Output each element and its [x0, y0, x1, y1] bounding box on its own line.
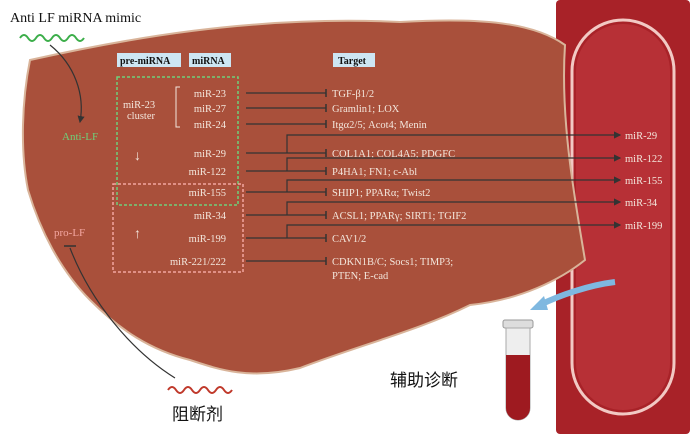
svg-text:Anti LF miRNA mimic: Anti LF miRNA mimic [10, 11, 141, 26]
blood-mirna-label: miR-29 [625, 131, 657, 142]
blood-vessel [556, 0, 690, 434]
blood-mirna-label: miR-122 [625, 154, 662, 165]
down-arrow-icon: ↓ [134, 149, 141, 164]
target-label: COL1A1; COL4A5; PDGFC [332, 149, 455, 160]
mirna-label: miR-155 [189, 188, 226, 199]
blood-mirna-label: miR-155 [625, 176, 662, 187]
target-label: Gramlin1; LOX [332, 104, 400, 115]
anti-lf-box [116, 76, 239, 206]
release-arrow [286, 198, 622, 215]
mirna-label: miR-199 [189, 234, 226, 245]
header-target: Target [338, 56, 367, 67]
mirna-label: miR-24 [194, 120, 227, 131]
header-mirna: miRNA [192, 56, 226, 67]
mirna-label: miR-27 [194, 104, 226, 115]
up-arrow-icon: ↑ [134, 227, 141, 242]
target-label: CDKN1B/C; Socs1; TIMP3; [332, 257, 453, 268]
mirna-label: miR-122 [189, 167, 226, 178]
test-tube-icon [502, 319, 534, 421]
cluster-bracket [175, 86, 180, 128]
title-text: Anti LF miRNA mimic [10, 11, 141, 26]
diagnosis-arrow [538, 279, 616, 308]
release-arrow [286, 176, 622, 192]
mirna-label: miR-221/222 [170, 257, 226, 268]
mimic-arrow [49, 44, 85, 124]
pink-wave-icon [167, 386, 233, 394]
anti-lf-label: Anti-LF [62, 131, 98, 143]
green-wave-icon [19, 34, 85, 42]
target-label-2: PTEN; E-cad [332, 271, 389, 282]
liver-shape [21, 19, 587, 375]
mirna-label: miR-34 [194, 211, 227, 222]
mirna-label: miR-29 [194, 149, 226, 160]
cluster-label-2: cluster [127, 111, 155, 122]
release-arrow [286, 131, 622, 153]
target-label: CAV1/2 [332, 234, 366, 245]
blood-mirna-label: miR-199 [625, 221, 662, 232]
target-label: P4HA1; FN1; c-Abl [332, 167, 417, 178]
cluster-label: miR-23 [123, 100, 155, 111]
blood-mirna-label: miR-34 [625, 198, 658, 209]
target-label: Itgα2/5; Acot4; Menin [332, 120, 427, 131]
header-pre-mirna: pre-miRNA [120, 56, 171, 67]
diagnosis-label: 辅助诊断 [390, 371, 458, 390]
release-arrow [286, 221, 622, 238]
blocker-label: 阻断剂 [172, 405, 223, 424]
target-label: ACSL1; PPARγ; SIRT1; TGIF2 [332, 211, 466, 222]
target-label: SHIP1; PPARα; Twist2 [332, 188, 430, 199]
blocker-line [69, 247, 176, 379]
mirna-label: miR-23 [194, 89, 226, 100]
release-arrow [286, 154, 622, 171]
pro-lf-box [112, 183, 244, 273]
pro-lf-label: pro-LF [54, 227, 85, 239]
target-label: TGF-β1/2 [332, 89, 374, 100]
